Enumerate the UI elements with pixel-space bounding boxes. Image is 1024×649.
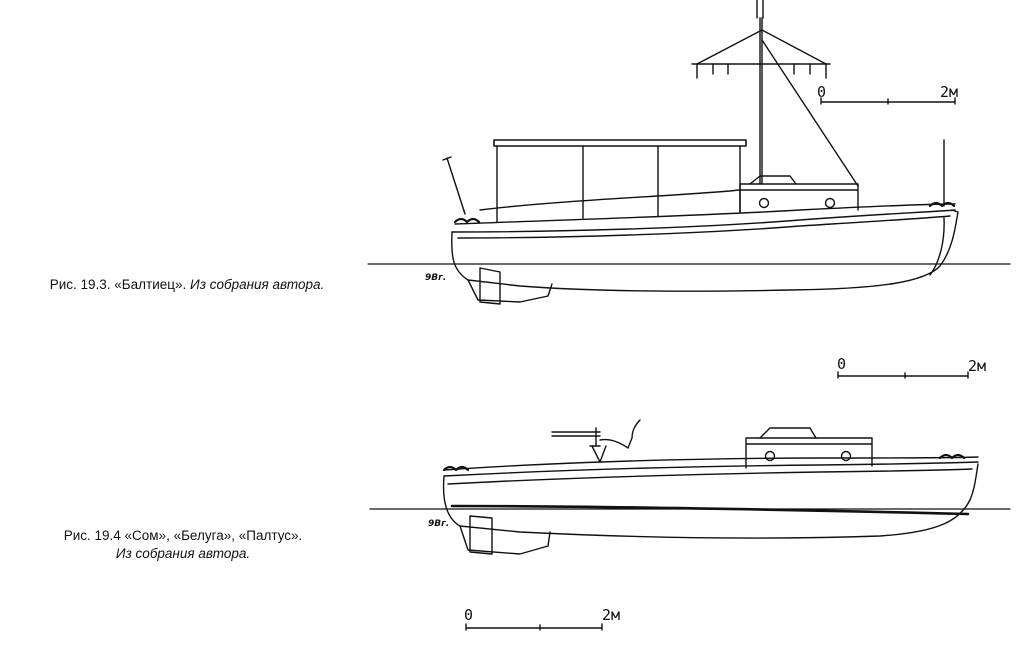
boat-som-beluga-paltus-drawing — [369, 371, 1011, 631]
caption-italic: Из собрания автора. — [190, 277, 325, 292]
figure-19-4-caption: Рис. 19.4 «Сом», «Белуга», «Палтус». Из … — [18, 527, 348, 563]
caption-italic: Из собрания автора. — [115, 546, 251, 561]
scale-end-label: 2м — [602, 606, 621, 624]
scale-zero-label: 0 — [464, 606, 474, 624]
scale-zero-label: 0 — [837, 355, 847, 373]
waterline-mark: 9Вг. — [428, 519, 449, 529]
scale-zero-label: 0 — [817, 83, 827, 101]
scale-end-label: 2м — [968, 357, 987, 375]
scale-end-label: 2м — [940, 83, 959, 101]
waterline-mark: 9Вг. — [425, 273, 446, 283]
figure-19-3-caption: Рис. 19.3. «Балтиец». Из собрания автора… — [22, 276, 352, 294]
boat-baltiets-drawing — [367, 0, 1011, 305]
caption-text: Рис. 19.3. «Балтиец». — [49, 277, 191, 292]
caption-text: Рис. 19.4 «Сом», «Белуга», «Палтус». — [63, 528, 303, 543]
